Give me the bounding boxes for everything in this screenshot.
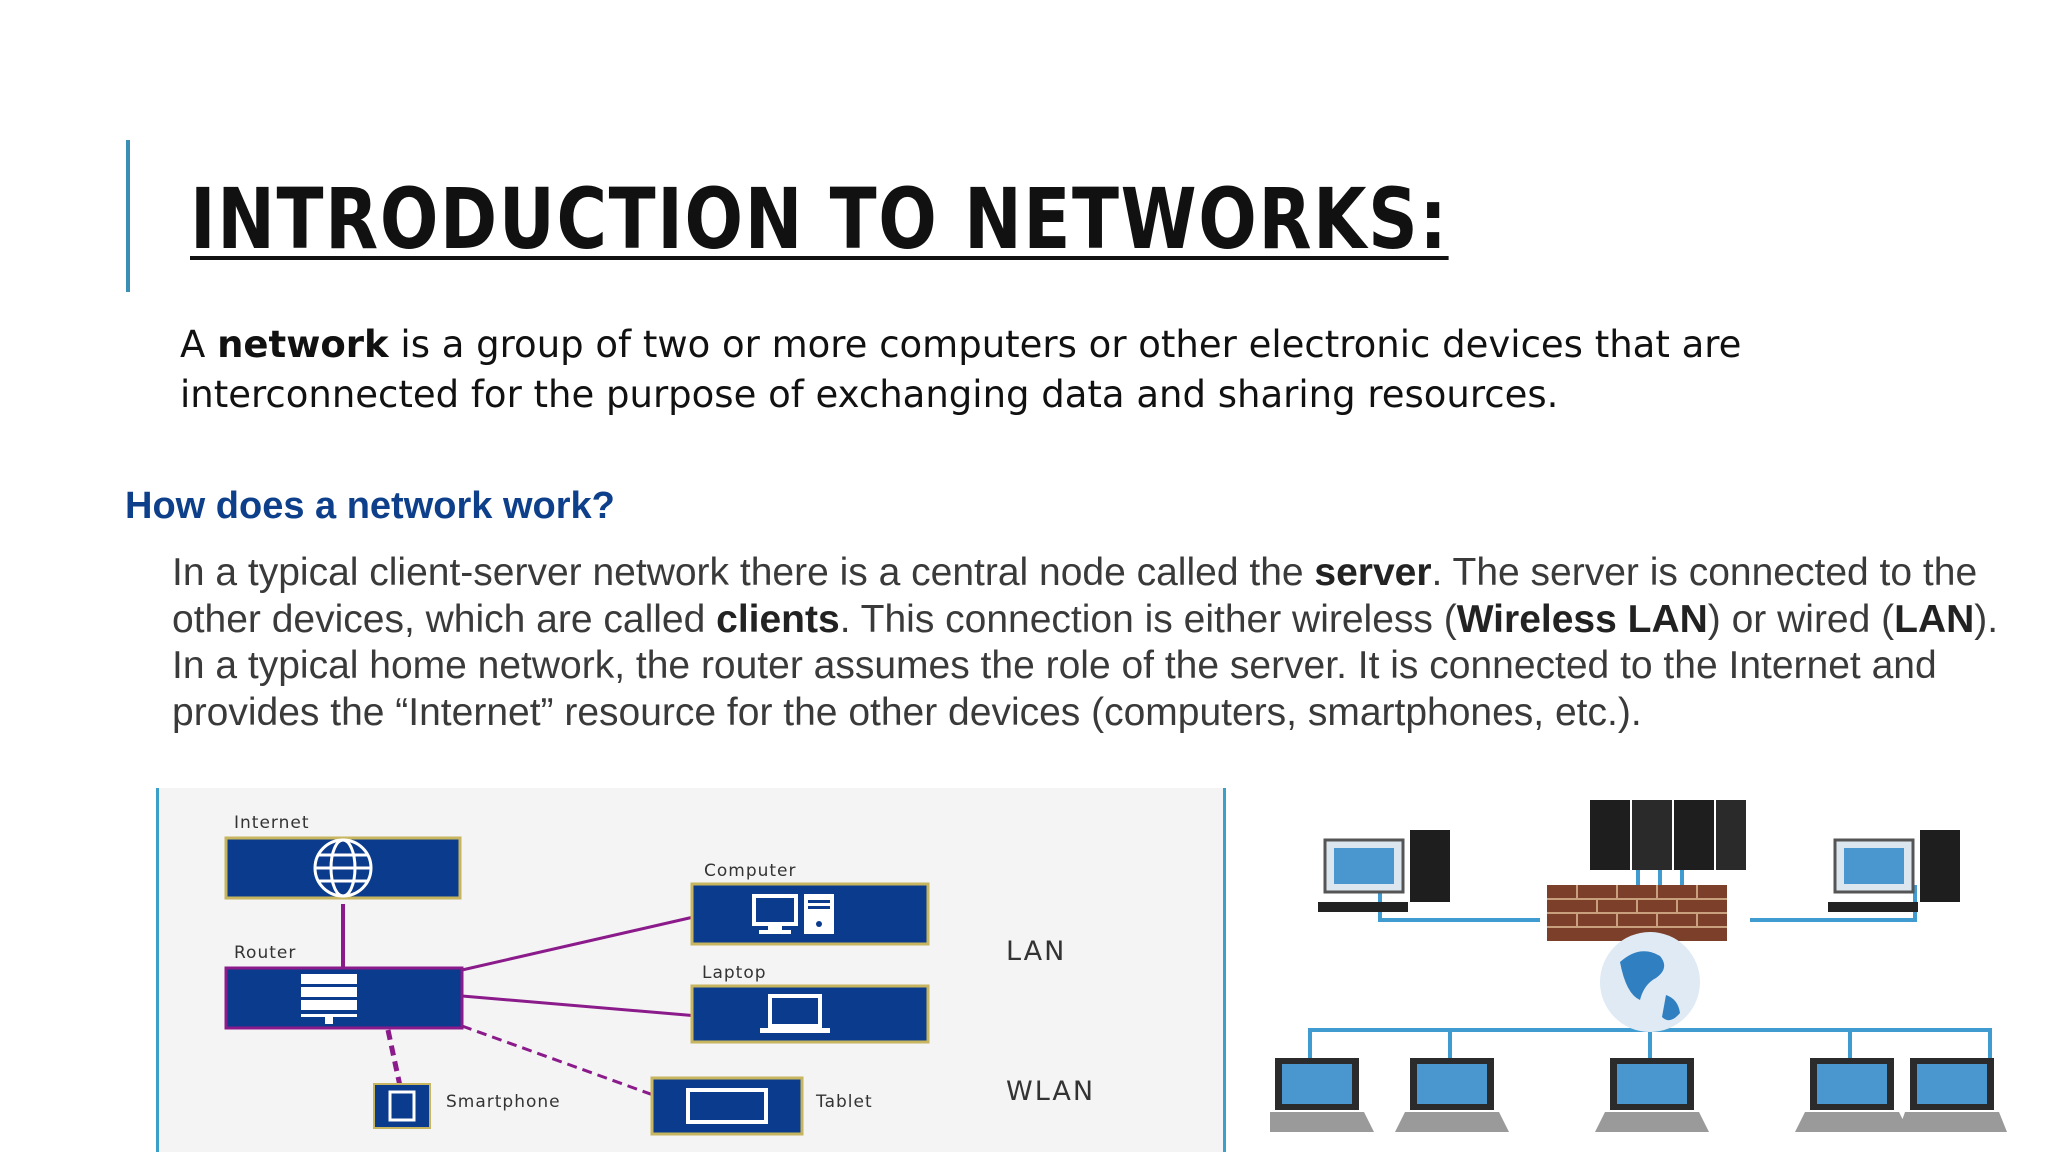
laptop-icon <box>760 994 830 1033</box>
definition-prefix: A <box>180 323 218 366</box>
laptop-icon <box>1395 1058 1509 1132</box>
laptop-box <box>690 984 930 1044</box>
slide-title: INTRODUCTION TO NETWORKS: <box>190 170 1449 268</box>
network-topology-illustration <box>1264 790 2010 1152</box>
laptop-icon <box>1595 1058 1709 1132</box>
label-wlan: WLAN <box>1006 1076 1095 1107</box>
laptop-icon <box>1795 1058 1909 1132</box>
title-accent-bar <box>126 140 130 292</box>
desktop-computer-icon <box>1828 830 1960 912</box>
paragraph-home-network: In a typical home network, the router as… <box>172 644 1937 734</box>
globe-icon <box>313 838 373 898</box>
desktop-computer-icon <box>1318 830 1450 912</box>
tablet-icon <box>686 1088 768 1124</box>
label-tablet: Tablet <box>815 1092 873 1112</box>
server-rack-icon <box>1590 800 1746 870</box>
home-network-diagram: Internet Router Computer Laptop Smartpho… <box>156 788 1226 1152</box>
p1-text-5: ). <box>1974 597 1999 641</box>
smartphone-icon <box>388 1090 416 1122</box>
definition-term: network <box>217 323 389 366</box>
router-icon <box>301 974 357 1024</box>
p1-text-3: . This connection is either wireless ( <box>839 597 1457 641</box>
tablet-box <box>650 1076 804 1136</box>
link-router-smartphone <box>385 1029 403 1087</box>
network-definition: A network is a group of two or more comp… <box>180 320 2030 420</box>
computer-icon <box>752 894 834 934</box>
section-heading: How does a network work? <box>125 485 615 527</box>
link-router-laptop <box>461 994 699 1018</box>
explanation-text: In a typical client-server network there… <box>172 550 2012 736</box>
globe-icon <box>1600 932 1700 1032</box>
label-laptop: Laptop <box>702 963 767 983</box>
link-router-computer <box>461 914 699 972</box>
diagram-right-border <box>1223 788 1226 1152</box>
label-smartphone: Smartphone <box>446 1092 561 1112</box>
label-internet: Internet <box>234 813 310 833</box>
smartphone-box <box>373 1083 431 1129</box>
p1-bold-wireless-lan: Wireless LAN <box>1456 597 1708 641</box>
p1-bold-lan: LAN <box>1894 597 1975 641</box>
link-router-tablet <box>461 1024 657 1098</box>
label-router: Router <box>234 943 296 963</box>
p1-text-4: ) or wired ( <box>1707 597 1895 641</box>
p1-bold-clients: clients <box>716 597 840 641</box>
p1-text-1: In a typical client-server network there… <box>172 551 1315 594</box>
laptop-icon <box>1264 1058 1374 1132</box>
router-box <box>224 966 464 1030</box>
definition-rest: is a group of two or more computers or o… <box>180 323 1742 416</box>
p1-bold-server: server <box>1314 551 1432 594</box>
computer-box <box>690 882 930 946</box>
firewall-icon <box>1547 885 1727 941</box>
label-lan: LAN <box>1006 936 1066 967</box>
p1-text-2: . The server is connected to the other d… <box>172 551 1978 641</box>
internet-box <box>224 836 462 900</box>
paragraph-client-server: In a typical client-server network there… <box>172 550 2012 643</box>
laptop-icon <box>1898 1058 2007 1132</box>
label-computer: Computer <box>704 861 797 881</box>
diagram-left-border <box>156 788 159 1152</box>
